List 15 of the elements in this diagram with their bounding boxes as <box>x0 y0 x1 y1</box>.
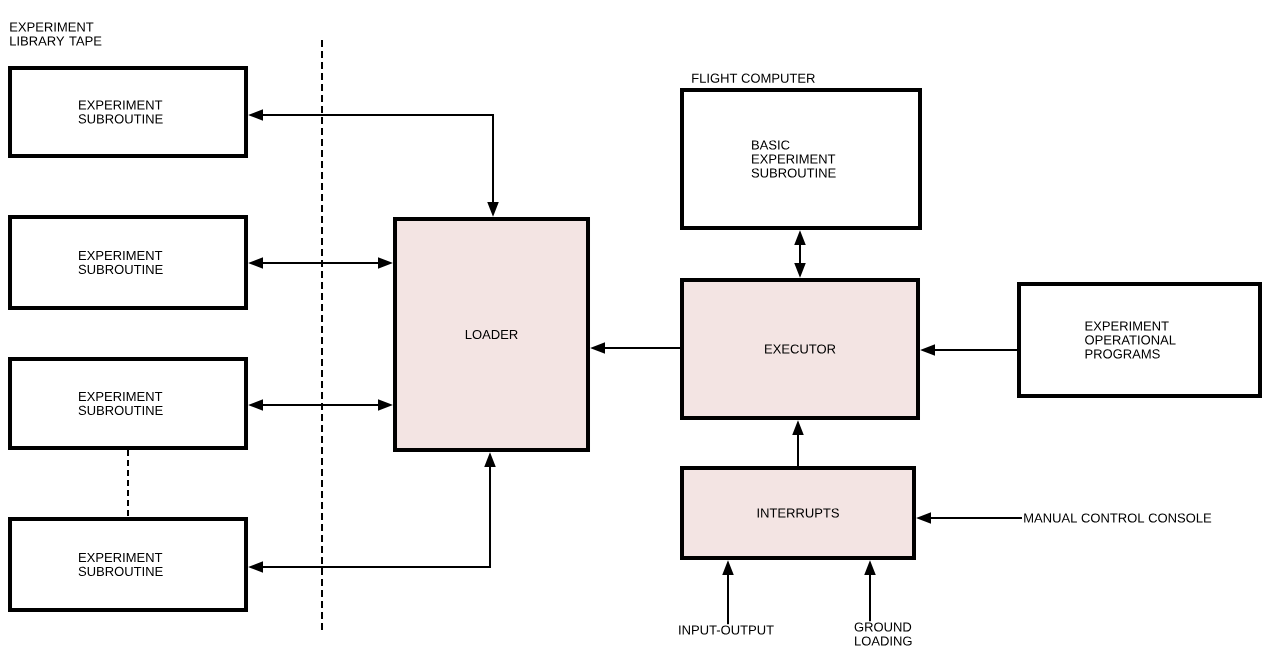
process-box: EXECUTOR <box>680 278 920 420</box>
process-box: EXPERIMENT SUBROUTINE <box>8 517 248 612</box>
process-box: EXPERIMENT OPERATIONAL PROGRAMS <box>1017 282 1262 398</box>
process-box: LOADER <box>393 217 590 452</box>
heading-label: FLIGHT COMPUTER <box>692 73 815 83</box>
signal-label: MANUAL CONTROL CONSOLE <box>1024 513 1212 523</box>
heading-label: EXPERIMENT LIBRARY TAPE <box>10 22 102 46</box>
dashed-line <box>127 449 129 518</box>
process-box: EXPERIMENT SUBROUTINE <box>8 66 248 158</box>
signal-label: INPUT-OUTPUT <box>679 625 774 635</box>
signal-label: GROUND LOADING <box>854 622 912 646</box>
process-box: BASIC EXPERIMENT SUBROUTINE <box>680 88 922 230</box>
process-box: INTERRUPTS <box>680 466 916 560</box>
process-box: EXPERIMENT SUBROUTINE <box>8 357 248 450</box>
process-box: EXPERIMENT SUBROUTINE <box>8 215 248 310</box>
